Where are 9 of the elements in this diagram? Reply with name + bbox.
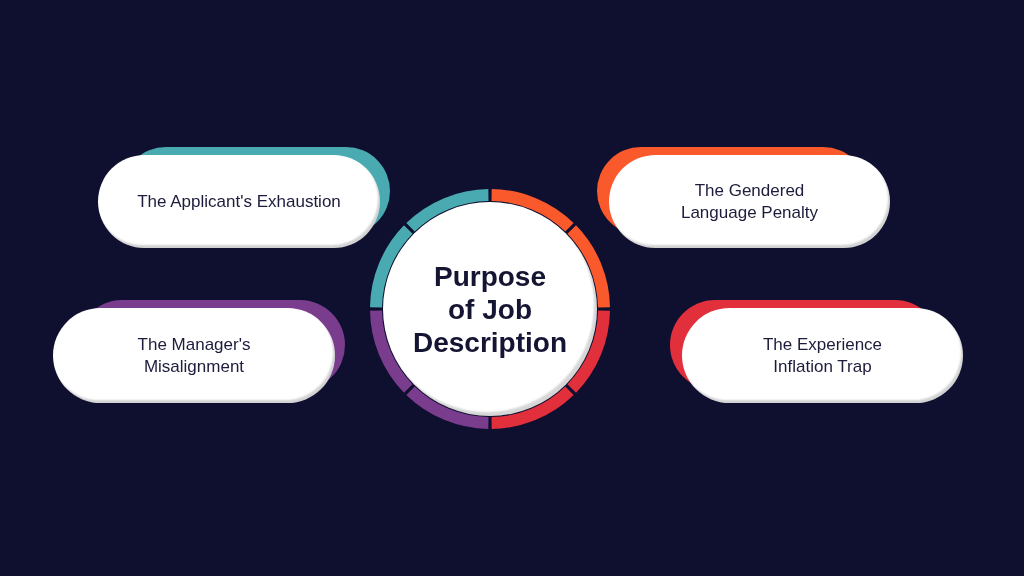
topic-label: The Applicant's Exhaustion [137, 190, 341, 213]
topic-pill [682, 308, 963, 403]
topic-label: The Gendered Language Penalty [680, 179, 819, 224]
topic-label: The Manager's Misalignment [137, 333, 251, 378]
topic-pill [53, 308, 335, 403]
topic-pill [609, 155, 890, 248]
center-title: Purpose of Job Description [413, 259, 567, 359]
topic-pill [98, 155, 380, 248]
topic-label: The Experience Inflation Trap [762, 333, 883, 378]
